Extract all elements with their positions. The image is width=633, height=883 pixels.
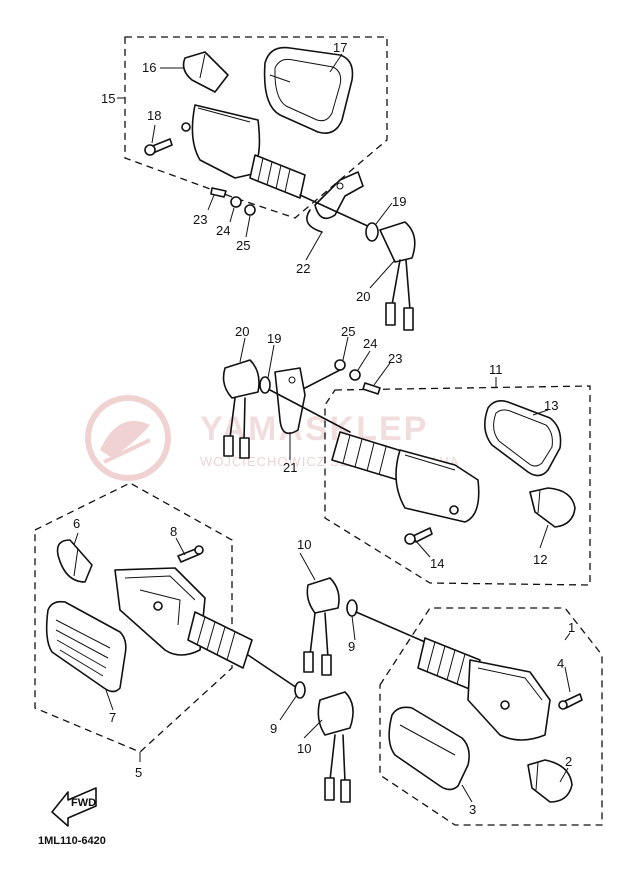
callout-9a: 9 — [270, 721, 277, 736]
callout-15: 15 — [101, 91, 115, 106]
part-code: 1ML110-6420 — [38, 835, 106, 847]
rear-left-flasher — [45, 539, 354, 803]
callout-10a: 10 — [297, 537, 311, 552]
callout-19a: 19 — [392, 194, 406, 209]
callout-13: 13 — [544, 398, 558, 413]
assembly-box-1 — [379, 607, 603, 826]
callout-9b: 9 — [348, 639, 355, 654]
callout-22: 22 — [296, 261, 310, 276]
assembly-box-5 — [34, 482, 233, 753]
callout-20a: 20 — [356, 289, 370, 304]
callout-20b: 20 — [235, 324, 249, 339]
callout-12: 12 — [533, 552, 547, 567]
callout-10b: 10 — [297, 741, 311, 756]
callout-25a: 25 — [236, 238, 250, 253]
callout-4: 4 — [557, 656, 564, 671]
callout-11: 11 — [489, 362, 503, 377]
callout-16: 16 — [142, 60, 156, 75]
fwd-arrow-icon: FWD — [51, 787, 97, 827]
callout-2: 2 — [565, 754, 572, 769]
callout-19b: 19 — [267, 331, 281, 346]
callout-21: 21 — [283, 460, 297, 475]
callout-23a: 23 — [193, 212, 207, 227]
callout-14: 14 — [430, 556, 444, 571]
assembly-box-11 — [324, 385, 591, 586]
front-left-flasher — [303, 577, 583, 803]
assembly-box-15 — [124, 36, 388, 219]
watermark-logo — [85, 395, 171, 481]
callout-24a: 24 — [216, 223, 230, 238]
callout-18: 18 — [147, 108, 161, 123]
leader-lines — [73, 53, 571, 803]
callouts: 1 2 3 4 5 6 7 8 9 9 10 10 11 12 13 14 15… — [73, 40, 575, 817]
callout-17: 17 — [333, 40, 347, 55]
front-right-flasher — [222, 359, 576, 545]
rear-right-flasher — [144, 46, 416, 331]
watermark: YAMASKLEP WOJCIECHOWICZ SZ GNER YAMAHA — [85, 395, 458, 481]
callout-23b: 23 — [388, 351, 402, 366]
callout-6: 6 — [73, 516, 80, 531]
callout-7: 7 — [109, 710, 116, 725]
callout-25b: 25 — [341, 324, 355, 339]
fwd-label: FWD — [71, 797, 96, 809]
callout-5: 5 — [135, 765, 142, 780]
callout-8: 8 — [170, 524, 177, 539]
callout-3: 3 — [469, 802, 476, 817]
callout-24b: 24 — [363, 336, 377, 351]
watermark-brand: YAMASKLEP — [200, 410, 428, 448]
callout-1: 1 — [568, 620, 575, 635]
